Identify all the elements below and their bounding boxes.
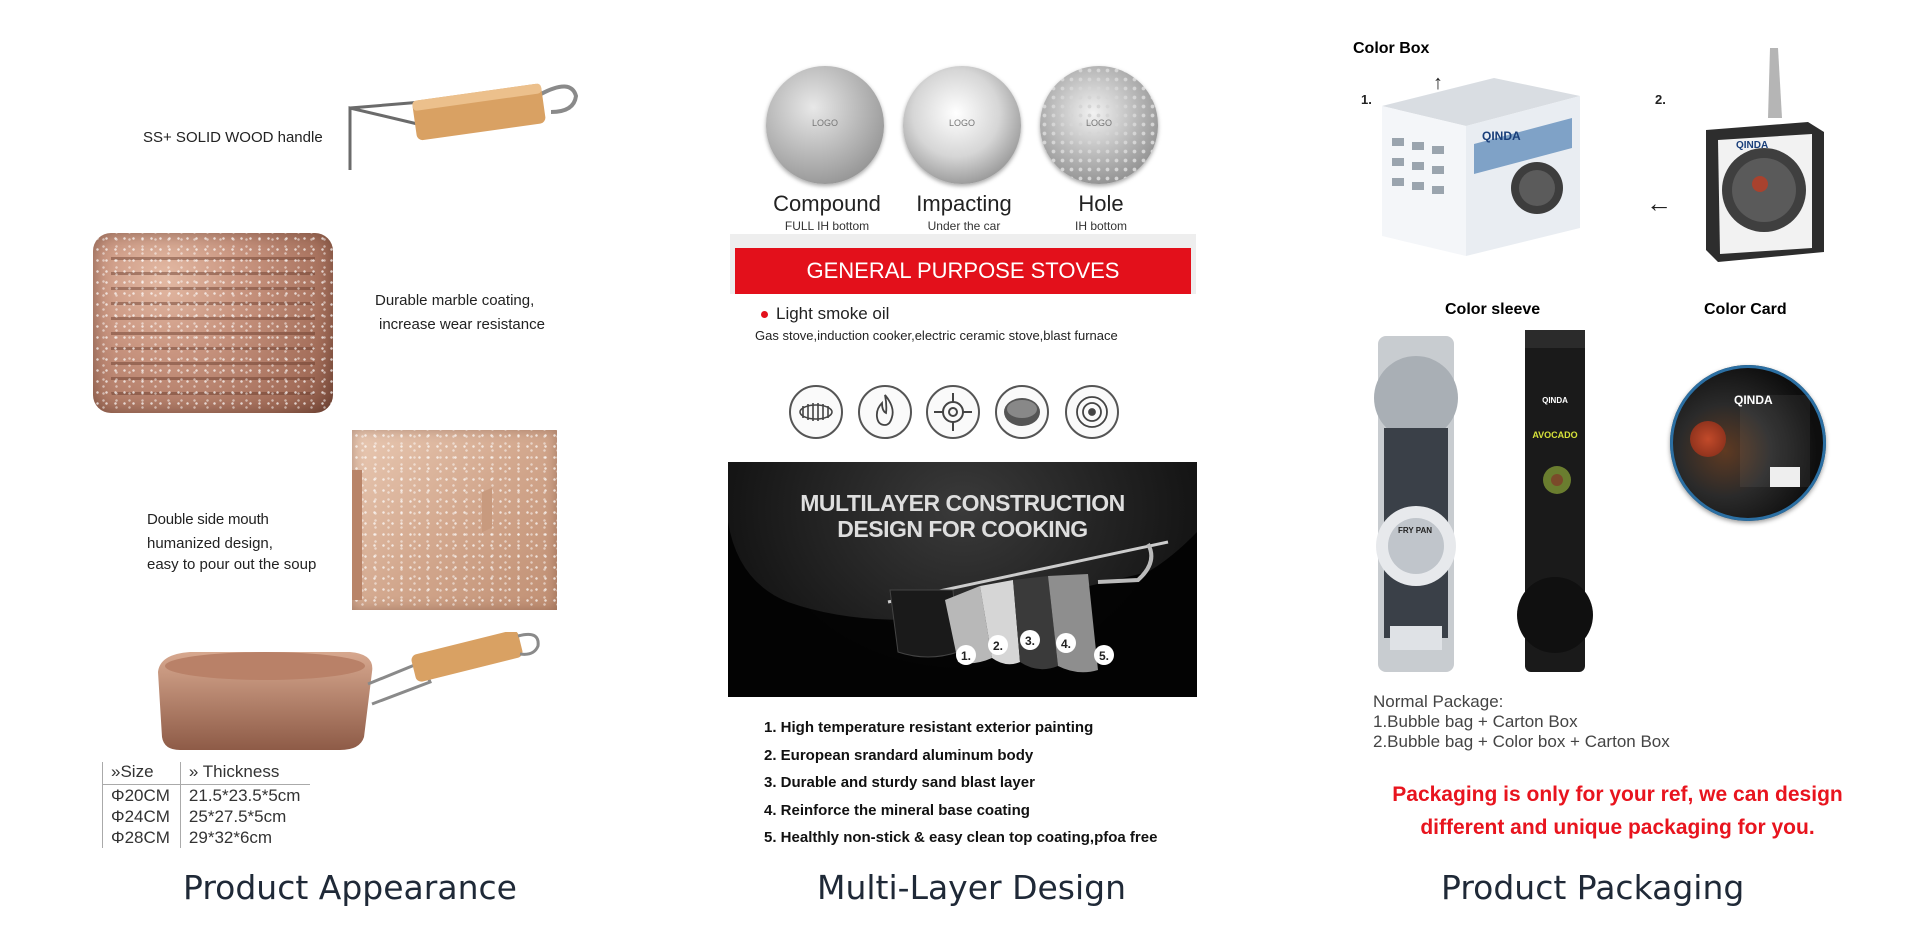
svg-text:QINDA: QINDA — [1736, 140, 1768, 151]
compound-bottom-image: LOGO — [766, 66, 884, 184]
normal-package-option-1: 1.Bubble bag + Carton Box — [1373, 712, 1578, 731]
color-card-image: QINDA — [1670, 365, 1826, 521]
section-title-packaging: Product Packaging — [1441, 868, 1745, 907]
list-item: 3. Durable and sturdy sand blast layer — [764, 774, 1035, 791]
list-item: 1. High temperature resistant exterior p… — [764, 719, 1094, 736]
sleeve-brand-label: QINDA — [1542, 396, 1568, 405]
table-row: Φ28CM 29*32*6cm — [102, 827, 311, 848]
list-item: 2. European srandard aluminum body — [764, 746, 1034, 764]
thickness-cell: 29*32*6cm — [179, 827, 311, 848]
size-cell: Φ20CM — [102, 784, 181, 806]
normal-package-option-2: 2.Bubble bag + Color box + Carton Box — [1373, 732, 1670, 751]
bottom-sub-compound: FULL IH bottom — [784, 219, 870, 233]
coating-label-line2: increase wear resistance — [379, 316, 545, 333]
gas-burner-icon — [926, 385, 980, 439]
section-title-multilayer: Multi-Layer Design — [817, 868, 1127, 907]
card-brand-label: QINDA — [1734, 393, 1773, 407]
double-mouth-closeup-image — [352, 430, 557, 610]
bullet-dot — [761, 311, 768, 318]
logo-mark: LOGO — [811, 118, 838, 128]
arrow-left-icon: ← — [1646, 188, 1672, 218]
mouth-label-line1: Double side mouth — [147, 511, 269, 528]
handle-label: SS+ SOLID WOOD handle — [143, 129, 323, 146]
size-table-header: »Size » Thickness — [102, 762, 311, 785]
normal-package-title: Normal Package: — [1373, 692, 1504, 711]
bottom-name-impacting: Impacting — [916, 191, 1012, 216]
layer-number: 2. — [992, 639, 1003, 653]
color-card-label: Color Card — [1704, 301, 1787, 318]
packaging-note-line2: different and unique packaging for you. — [1420, 816, 1815, 839]
bottom-sub-impacting: Under the car — [927, 219, 1001, 233]
mouth-label-line3: easy to pour out the soup — [147, 556, 317, 573]
impacting-bottom-image: LOGO — [903, 66, 1021, 184]
mouth-label-line2: humanized design, — [147, 535, 273, 552]
bottom-name-hole: Hole — [1078, 191, 1124, 216]
thickness-cell: 21.5*23.5*5cm — [179, 784, 311, 806]
ceramic-plate-icon — [995, 385, 1049, 439]
grill-pan-full-image — [150, 630, 550, 762]
option-number-1: 1. — [1361, 92, 1372, 107]
layer-number: 5. — [1098, 649, 1109, 663]
color-sleeve-black-image: QINDA AVOCADO — [1515, 330, 1595, 672]
stoves-text: Gas stove,induction cooker,electric cera… — [755, 328, 1118, 343]
multilayer-construction-image: MULTILAYER CONSTRUCTION DESIGN FOR COOKI… — [728, 462, 1197, 697]
logo-mark: LOGO — [948, 118, 975, 128]
table-row: Φ20CM 21.5*23.5*5cm — [102, 784, 311, 806]
bottom-sub-hole: IH bottom — [1074, 219, 1128, 233]
hole-bottom-image: LOGO — [1040, 66, 1158, 184]
size-header: »Size — [102, 762, 181, 785]
size-cell: Φ24CM — [102, 806, 181, 827]
blast-furnace-icon — [1065, 385, 1119, 439]
marble-coating-image — [93, 233, 333, 413]
sleeve-fry-pan-label: FRY PAN — [1397, 526, 1433, 535]
packaging-note: Packaging is only for your ref, we can d… — [1340, 778, 1895, 844]
general-purpose-banner: GENERAL PURPOSE STOVES — [735, 248, 1191, 294]
sleeve-avocado-label: AVOCADO — [1532, 430, 1578, 440]
thickness-cell: 25*27.5*5cm — [179, 806, 311, 827]
bottom-name-compound: Compound — [773, 191, 881, 216]
layer-number: 1. — [960, 649, 971, 663]
construction-line1: MULTILAYER CONSTRUCTION — [800, 490, 1125, 516]
logo-mark: LOGO — [1085, 118, 1112, 128]
induction-coil-icon — [789, 385, 843, 439]
list-item: 5. Healthly non-stick & easy clean top c… — [764, 829, 1158, 846]
color-box-image: QINDA — [1382, 78, 1580, 256]
layers-list: 1. High temperature resistant exterior p… — [764, 714, 1157, 852]
construction-line2: DESIGN FOR COOKING — [837, 516, 1088, 542]
color-sleeve-label: Color sleeve — [1445, 301, 1541, 318]
gas-flame-icon — [858, 385, 912, 439]
size-table: »Size » Thickness Φ20CM 21.5*23.5*5cm Φ2… — [102, 762, 311, 848]
thickness-header: » Thickness — [179, 762, 311, 785]
layer-number: 3. — [1024, 634, 1035, 648]
color-box-label: Color Box — [1353, 40, 1430, 57]
packaging-note-line1: Packaging is only for your ref, we can d… — [1392, 783, 1843, 806]
table-row: Φ24CM 25*27.5*5cm — [102, 806, 311, 827]
section-title-appearance: Product Appearance — [183, 868, 517, 907]
bullet-light-smoke: Light smoke oil — [776, 304, 890, 323]
option-number-2: 2. — [1655, 92, 1666, 107]
wood-handle-image — [346, 74, 586, 174]
coating-label-line1: Durable marble coating, — [375, 292, 535, 309]
window-box-image: QINDA — [1698, 48, 1830, 268]
layer-number: 4. — [1060, 637, 1071, 651]
list-item: 4. Reinforce the mineral base coating — [764, 801, 1030, 819]
size-cell: Φ28CM — [102, 827, 181, 848]
brand-on-box: QINDA — [1482, 129, 1521, 143]
color-sleeve-gray-image: FRY PAN — [1370, 336, 1460, 672]
arrow-up-icon: ↑ — [1433, 72, 1443, 94]
